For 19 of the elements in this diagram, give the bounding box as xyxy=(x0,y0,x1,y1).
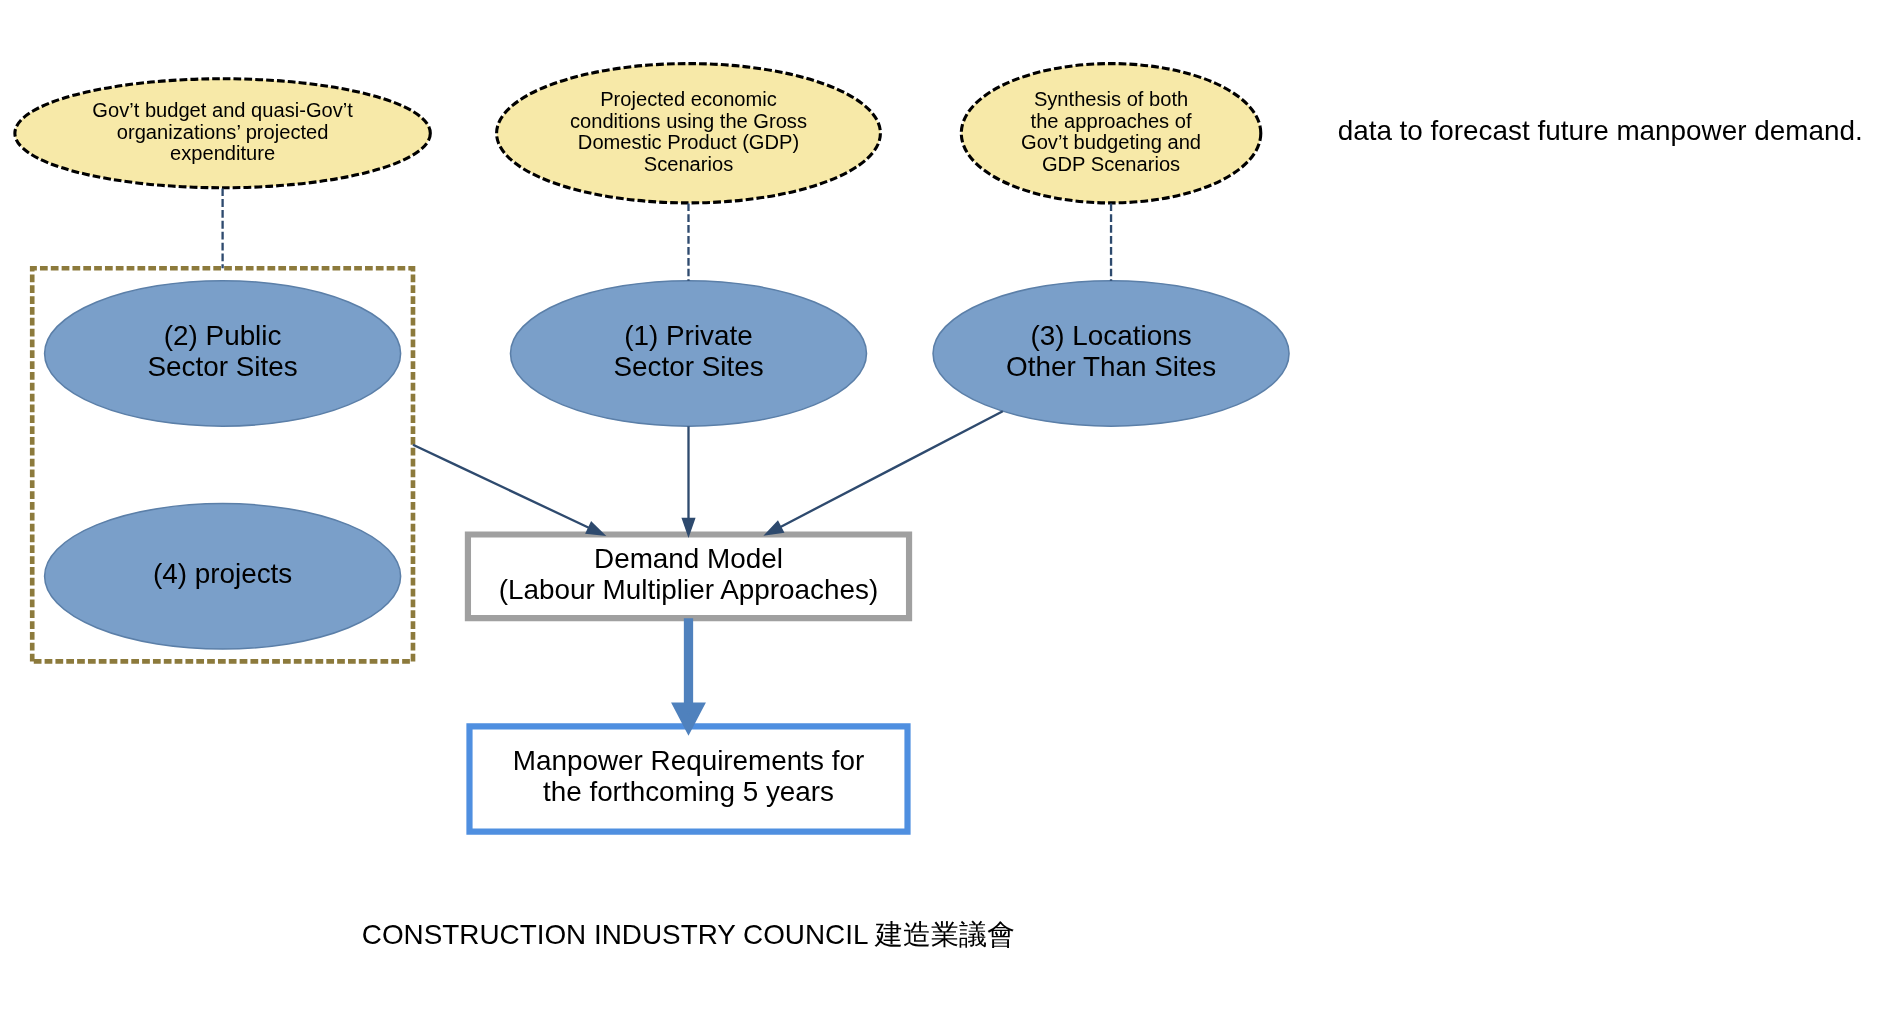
node-ellipse: (2) Public Sector Sites xyxy=(43,279,402,427)
node-ellipse: (1) Private Sector Sites xyxy=(509,279,868,427)
node-ellipse: Projected economic conditions using the Gross Domestic Product (GDP) Scenarios xyxy=(495,62,882,205)
label: CONSTRUCTION INDUSTRY COUNCIL 建造業議會 xyxy=(361,918,1016,950)
node-ellipse: Synthesis of both the approaches of Gov’t budgeting and GDP Scenarios xyxy=(959,62,1263,205)
node-box: Demand Model (Labour Multiplier Approaches) xyxy=(464,531,913,622)
node-box: Manpower Requirements for the forthcoming 5 years xyxy=(466,723,911,835)
arrow xyxy=(671,618,706,736)
connector xyxy=(221,188,224,269)
connector xyxy=(1109,203,1113,281)
node-ellipse: (4) projects xyxy=(43,502,402,650)
arrow xyxy=(763,410,1004,536)
cluster xyxy=(29,265,416,664)
connector xyxy=(687,203,690,281)
arrow xyxy=(681,426,696,538)
node-ellipse: Gov’t budget and quasi-Gov’t organizations’ projected expenditure xyxy=(13,77,432,190)
node-ellipse: (3) Locations Other Than Sites xyxy=(932,279,1290,427)
label: data to forecast future manpower demand. xyxy=(1337,115,1863,147)
arrow xyxy=(412,443,607,536)
